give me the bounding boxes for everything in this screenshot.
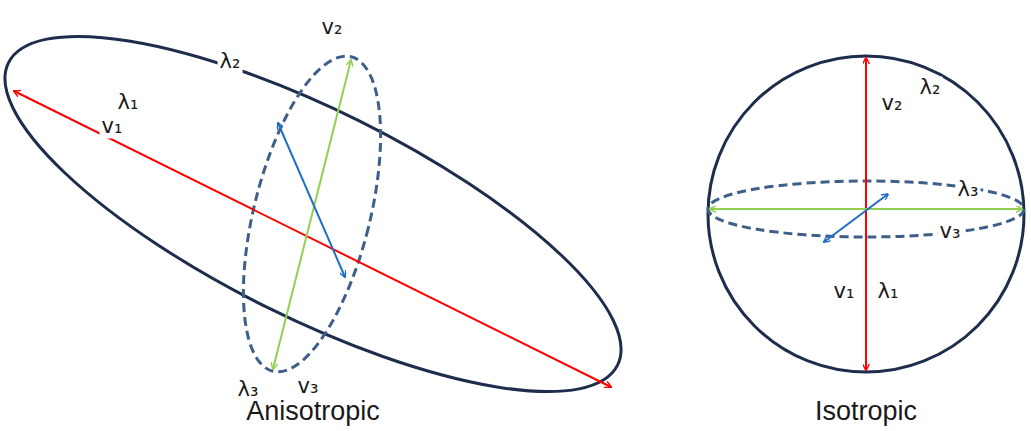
- axis-arrow: [824, 194, 888, 242]
- eigenvector-label: v₃: [296, 375, 321, 398]
- outer-ellipse: [0, 0, 664, 431]
- caption-label: Anisotropic: [244, 397, 382, 427]
- dashed-ellipse: [217, 43, 408, 385]
- axis-arrow: [273, 60, 351, 369]
- eigenvalue-label: λ₁: [876, 280, 901, 303]
- eigenvalue-label: λ₂: [218, 50, 243, 73]
- eigenvector-label: v₁: [832, 280, 857, 303]
- eigenvector-label: v₁: [100, 115, 125, 138]
- axis-arrow: [14, 91, 611, 387]
- eigenvalue-label: λ₃: [956, 178, 981, 201]
- eigenvalue-label: λ₂: [918, 76, 943, 99]
- caption-label: Isotropic: [813, 397, 919, 427]
- sphere-circle: [708, 56, 1024, 372]
- axis-arrow: [865, 58, 867, 370]
- eigenvector-label: v₂: [880, 92, 905, 115]
- eigenvector-label: v₂: [320, 16, 345, 39]
- eigenvalue-label: λ₁: [116, 91, 141, 114]
- eigenvector-label: v₃: [938, 220, 963, 243]
- axis-arrow: [278, 123, 345, 277]
